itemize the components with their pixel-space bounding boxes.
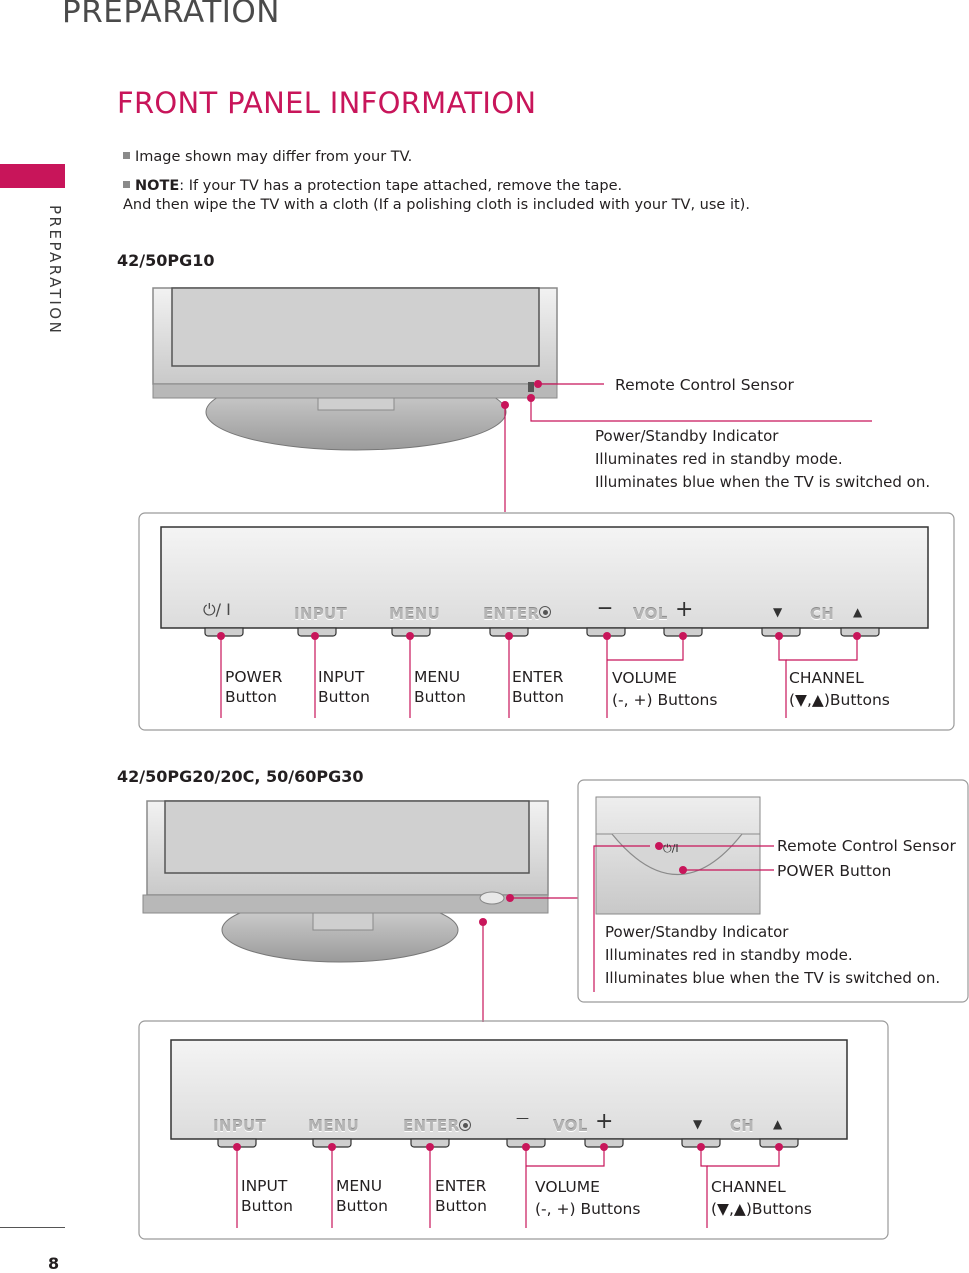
vol2-minus-icon: — [516, 1111, 529, 1126]
remote-sensor-label-2: Remote Control Sensor [777, 837, 956, 855]
panel2-ch-legend: CH [730, 1117, 755, 1135]
panel-frame-2 [138, 1020, 889, 1240]
page-title: FRONT PANEL INFORMATION [117, 86, 537, 120]
standby-indicator-desc-2: Power/Standby Indicator Illuminates red … [605, 921, 940, 990]
panel-ch-legend: CH [810, 605, 835, 623]
label2-volume-buttons: VOLUME(-, +) Buttons [535, 1178, 641, 1218]
standby-indicator-desc-1: Power/Standby Indicator Illuminates red … [595, 425, 930, 494]
section-tab-marker [0, 164, 65, 188]
tv-sensor-window [528, 382, 534, 392]
enter2-circle-icon [459, 1119, 471, 1131]
panel-enter-legend: ENTER [483, 605, 540, 623]
panel2-input-legend: INPUT [213, 1117, 267, 1135]
tv2-front-button [479, 891, 505, 905]
footer-rule [0, 1227, 65, 1228]
remote-sensor-label-1: Remote Control Sensor [615, 376, 794, 394]
tv-bottom-strip [152, 383, 558, 399]
inset-power-symbol-icon: ⏻/Ⅰ [663, 842, 679, 855]
panel2-vol-legend: VOL [553, 1117, 588, 1135]
indicator-line-red: Illuminates red in standby mode. [605, 946, 853, 964]
power-button-label-2: POWER Button [777, 862, 892, 880]
panel-vol-legend: VOL [633, 605, 668, 623]
model-heading-2: 42/50PG20/20C, 50/60PG30 [117, 767, 364, 786]
model-heading-1: 42/50PG10 [117, 251, 215, 270]
panel2-enter-legend: ENTER [403, 1117, 460, 1135]
indicator-line-blue: Illuminates blue when the TV is switched… [605, 969, 941, 987]
panel-frame-1 [138, 512, 955, 731]
vol-minus-icon: — [598, 600, 612, 616]
bullet-square-icon [123, 152, 130, 159]
indicator-title: Power/Standby Indicator [595, 427, 779, 445]
ch2-down-icon: ▼ [693, 1117, 703, 1131]
label-channel-buttons: CHANNEL(▼,▲)Buttons [789, 669, 890, 709]
indicator-line-red: Illuminates red in standby mode. [595, 450, 843, 468]
tv-screen [171, 287, 540, 367]
note-protection-tape: NOTE: If your TV has a protection tape a… [123, 178, 750, 213]
side-section-label: PREPARATION [46, 205, 64, 336]
panel-input-legend: INPUT [294, 605, 348, 623]
tv2-screen [164, 800, 530, 874]
panel-menu-legend: MENU [389, 605, 441, 623]
label2-channel-buttons: CHANNEL(▼,▲)Buttons [711, 1178, 812, 1218]
ch-down-icon: ▼ [773, 605, 783, 619]
section-header: PREPARATION [62, 0, 280, 30]
ch-up-icon: ▲ [853, 605, 863, 619]
label-volume-buttons: VOLUME(-, +) Buttons [612, 669, 718, 709]
indicator-title: Power/Standby Indicator [605, 923, 789, 941]
power-symbol-icon: ⏻/ Ⅰ [203, 600, 231, 619]
bullet-square-icon [123, 181, 130, 188]
tv2-bottom-strip [142, 894, 549, 914]
note-image-differs: Image shown may differ from your TV. [123, 148, 412, 167]
vol2-plus-icon: + [595, 1109, 614, 1134]
panel2-menu-legend: MENU [308, 1117, 360, 1135]
indicator-line-blue: Illuminates blue when the TV is switched… [595, 473, 931, 491]
ch2-up-icon: ▲ [773, 1117, 783, 1131]
enter-circle-icon [539, 606, 551, 618]
page-number: 8 [48, 1254, 60, 1273]
vol-plus-icon: + [675, 597, 694, 622]
